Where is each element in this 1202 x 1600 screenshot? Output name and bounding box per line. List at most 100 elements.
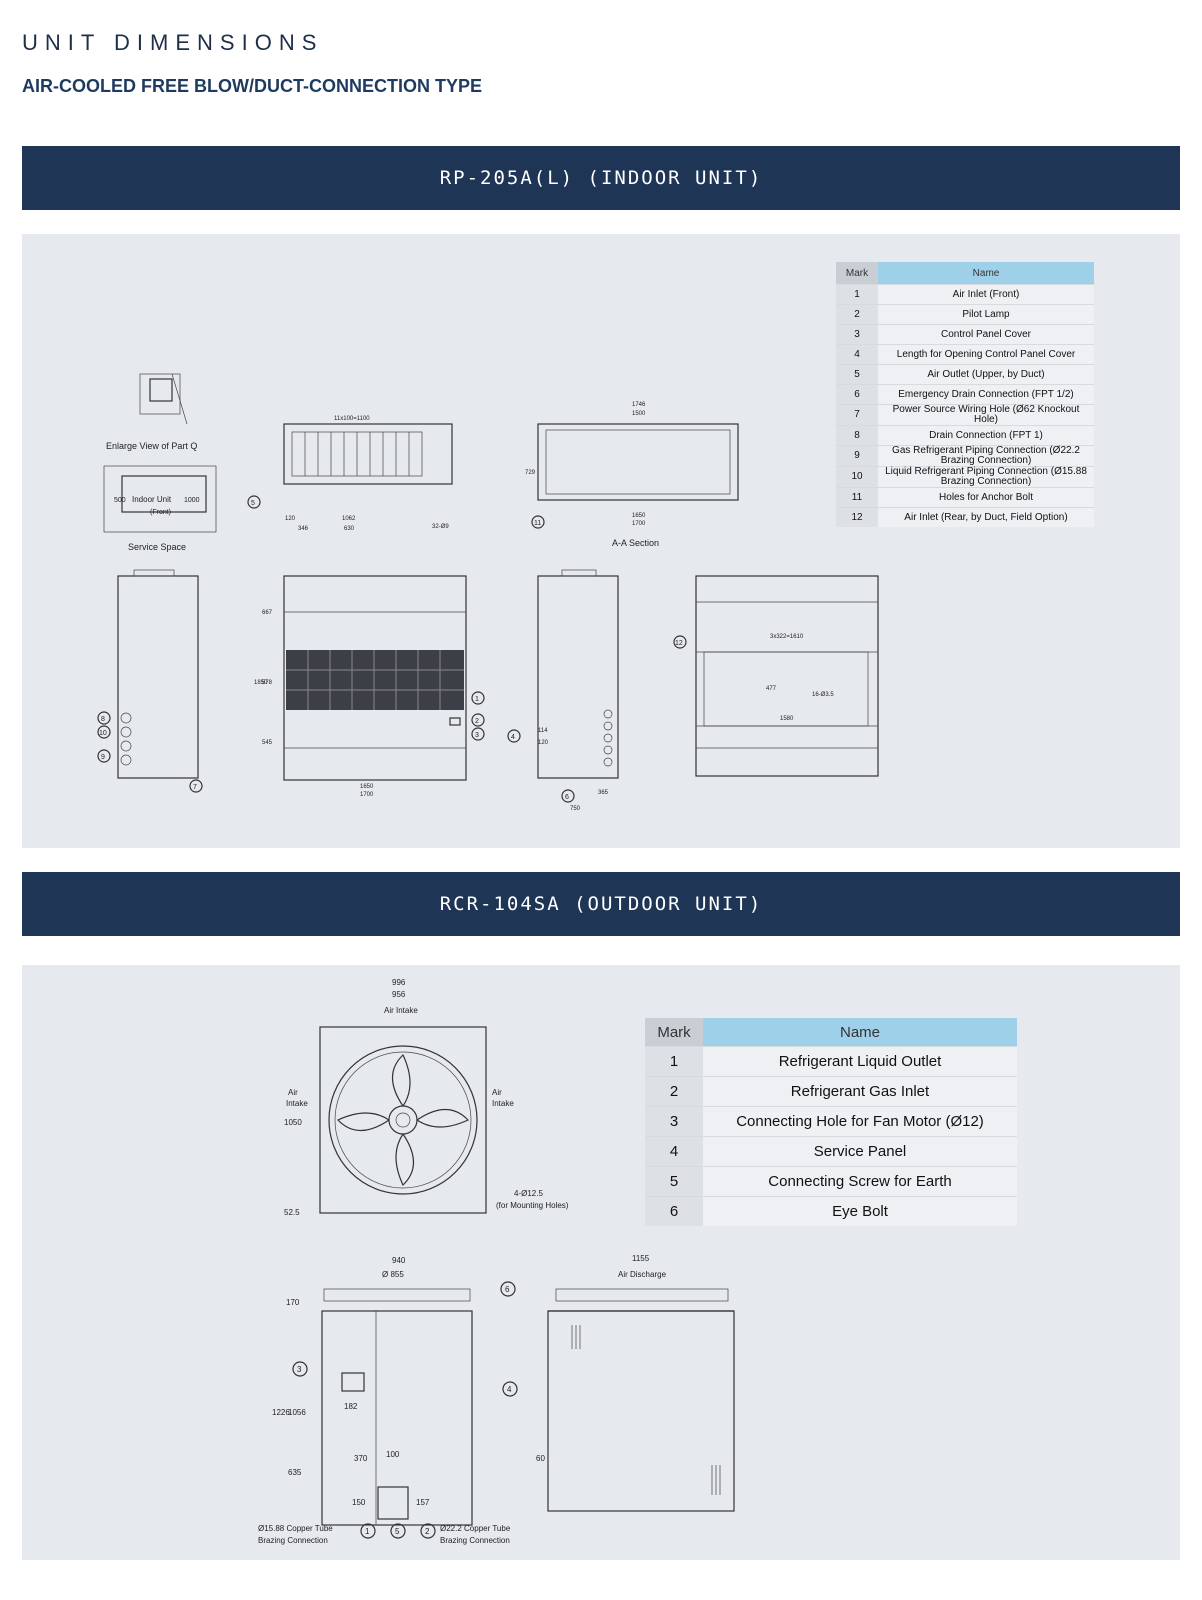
dim-956: 956: [392, 990, 406, 999]
svg-text:8: 8: [101, 716, 105, 723]
dim-1650: 1650: [360, 784, 374, 790]
front-view: 1 2 3 1650 1700 1850 667 578 545: [254, 575, 485, 798]
dim-750: 750: [570, 806, 581, 812]
dim-52-5: 52.5: [284, 1208, 300, 1217]
outdoor-unit-banner: RCR-104SA (OUTDOOR UNIT): [22, 872, 1180, 936]
dim-996: 996: [392, 978, 406, 987]
air-label-right: Air: [492, 1088, 502, 1097]
svg-text:4: 4: [511, 734, 515, 741]
copper-tube-222: Ø22.2 Copper Tube: [440, 1524, 511, 1533]
dim-500: 500: [114, 497, 126, 504]
air-discharge-label: Air Discharge: [618, 1270, 667, 1279]
svg-text:12: 12: [675, 640, 683, 647]
dim-1746: 1746: [632, 402, 646, 408]
svg-text:3: 3: [297, 1365, 302, 1374]
page-title: UNIT DIMENSIONS: [22, 30, 324, 55]
enlarge-view-label: Enlarge View of Part Q: [106, 441, 197, 451]
svg-text:5: 5: [251, 500, 255, 507]
mounting-holes-count: 4-Ø12.5: [514, 1189, 543, 1198]
intake-label-right: Intake: [492, 1099, 514, 1108]
dim-1050: 1050: [284, 1118, 302, 1127]
dim-855: Ø 855: [382, 1270, 404, 1279]
rear-view: 12 3x322=1610 1580 16-Ø3.5 477: [673, 575, 879, 777]
indoor-unit-title: RP-205A(L) (INDOOR UNIT): [439, 167, 763, 189]
svg-text:6: 6: [565, 794, 569, 801]
indoor-technical-drawing: Enlarge View of Part Q Indoor Unit (Fron…: [97, 373, 879, 812]
dim-1850: 1850: [254, 680, 268, 686]
dim-545: 545: [262, 740, 273, 746]
aa-section-view: 1746 1500 1650 1700 A-A Section 11 729: [525, 402, 739, 548]
svg-text:5: 5: [395, 1527, 400, 1536]
air-intake-top: Air Intake: [384, 1006, 418, 1015]
dim-940: 940: [392, 1256, 406, 1265]
dim-1500: 1500: [632, 411, 646, 417]
dim-60: 60: [536, 1454, 545, 1463]
indoor-unit-banner: RP-205A(L) (INDOOR UNIT): [22, 146, 1180, 210]
dim-16-holes: 16-Ø3.5: [812, 692, 834, 698]
side-view-left: 8 10 9 7: [97, 569, 203, 793]
dim-182: 182: [344, 1402, 358, 1411]
svg-text:2: 2: [425, 1527, 430, 1536]
outdoor-unit-title: RCR-104SA (OUTDOOR UNIT): [439, 893, 763, 915]
dim-1155: 1155: [632, 1254, 650, 1263]
side-view-right: 4 6 750 365 114 120: [507, 569, 619, 812]
dim-1000: 1000: [184, 497, 200, 504]
svg-text:11: 11: [534, 520, 541, 527]
brazing-connection-1: Brazing Connection: [258, 1536, 328, 1545]
page-subtitle: AIR-COOLED FREE BLOW/DUCT-CONNECTION TYP…: [22, 76, 482, 96]
enlarge-view-detail: Enlarge View of Part Q: [106, 373, 197, 451]
dim-578: 578: [262, 680, 273, 686]
svg-text:10: 10: [99, 730, 107, 737]
dim-120: 120: [285, 516, 296, 522]
indoor-unit-label: Indoor Unit: [132, 495, 172, 504]
svg-text:9: 9: [101, 754, 105, 761]
dim-1226: 1226: [272, 1408, 290, 1417]
front-label: (Front): [150, 509, 171, 516]
dim-3x322: 3x322=1610: [770, 634, 804, 640]
svg-text:2: 2: [475, 718, 479, 725]
dim-150: 150: [352, 1498, 366, 1507]
svg-text:7: 7: [193, 784, 197, 791]
outdoor-drawing-panel: 996 956 Air Intake Air Intake Air Intake…: [22, 965, 1180, 1560]
aa-section-label: A-A Section: [612, 538, 659, 548]
mark-header: Mark: [836, 262, 878, 285]
outdoor-front-view: 940 Ø 855 170 1226 1056 635 182 370 100 …: [258, 1256, 545, 1545]
dim-1062: 1062: [342, 516, 356, 522]
dim-729: 729: [525, 470, 536, 476]
dim-1580: 1580: [780, 716, 794, 722]
dim-667: 667: [262, 610, 273, 616]
service-space-view: Indoor Unit (Front) 500 1000 Service Spa…: [103, 465, 217, 552]
dim-365: 365: [598, 790, 609, 796]
dim-114: 114: [538, 728, 548, 734]
svg-text:6: 6: [505, 1285, 510, 1294]
dim-11x100: 11x100=1100: [334, 416, 370, 422]
dim-635: 635: [288, 1468, 302, 1477]
copper-tube-1588: Ø15.88 Copper Tube: [258, 1524, 333, 1533]
air-label-left: Air: [288, 1088, 298, 1097]
svg-text:3: 3: [475, 732, 479, 739]
dim-32-holes: 32-Ø9: [432, 524, 449, 530]
mark-header: Mark: [645, 1018, 703, 1047]
brazing-connection-2: Brazing Connection: [440, 1536, 510, 1545]
outdoor-top-view: 996 956 Air Intake Air Intake Air Intake…: [284, 978, 569, 1217]
mounting-holes-label: (for Mounting Holes): [496, 1201, 569, 1210]
dim-170: 170: [286, 1298, 300, 1307]
dim-477: 477: [766, 686, 777, 692]
dim-120b: 120: [538, 740, 549, 746]
svg-text:4: 4: [507, 1385, 512, 1394]
